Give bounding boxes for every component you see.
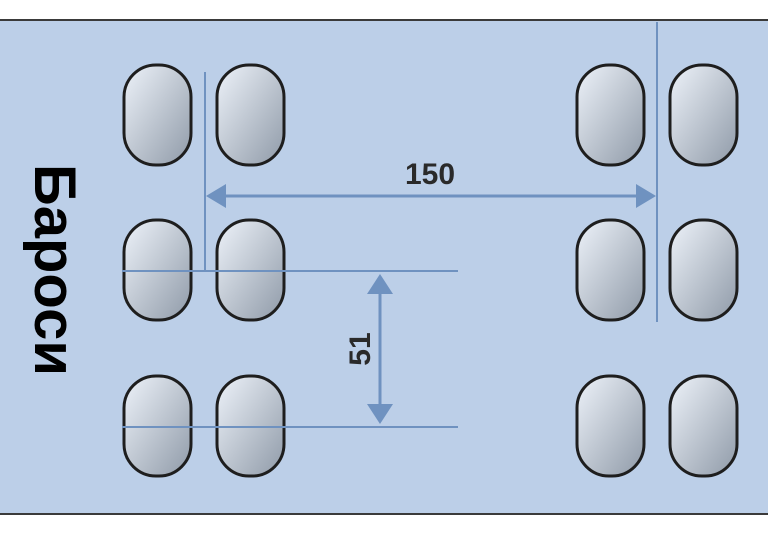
pad-grid (122, 63, 739, 478)
side-label: Бароси (22, 164, 87, 376)
horizontal-arrow-right-icon (636, 184, 656, 208)
vertical-arrow-up-icon (367, 274, 393, 294)
vertical-dimension: 51 (344, 274, 393, 424)
pad-bottom-right-outer (668, 374, 739, 478)
component-panel (0, 19, 768, 515)
dimension-guides (122, 22, 658, 428)
vertical-dimension-label: 51 (344, 332, 377, 365)
pad-bottom-right-inner (575, 374, 646, 478)
horizontal-arrow-left-icon (206, 184, 226, 208)
pad-top-left-inner (215, 63, 286, 167)
pad-top-right-inner (575, 63, 646, 167)
pad-middle-right-outer (668, 218, 739, 322)
horizontal-dimension-label: 150 (405, 158, 455, 191)
pad-middle-right-inner (575, 218, 646, 322)
pad-top-left-outer (122, 63, 193, 167)
horizontal-dimension: 150 (206, 158, 656, 208)
vertical-arrow-down-icon (367, 404, 393, 424)
pad-top-right-outer (668, 63, 739, 167)
